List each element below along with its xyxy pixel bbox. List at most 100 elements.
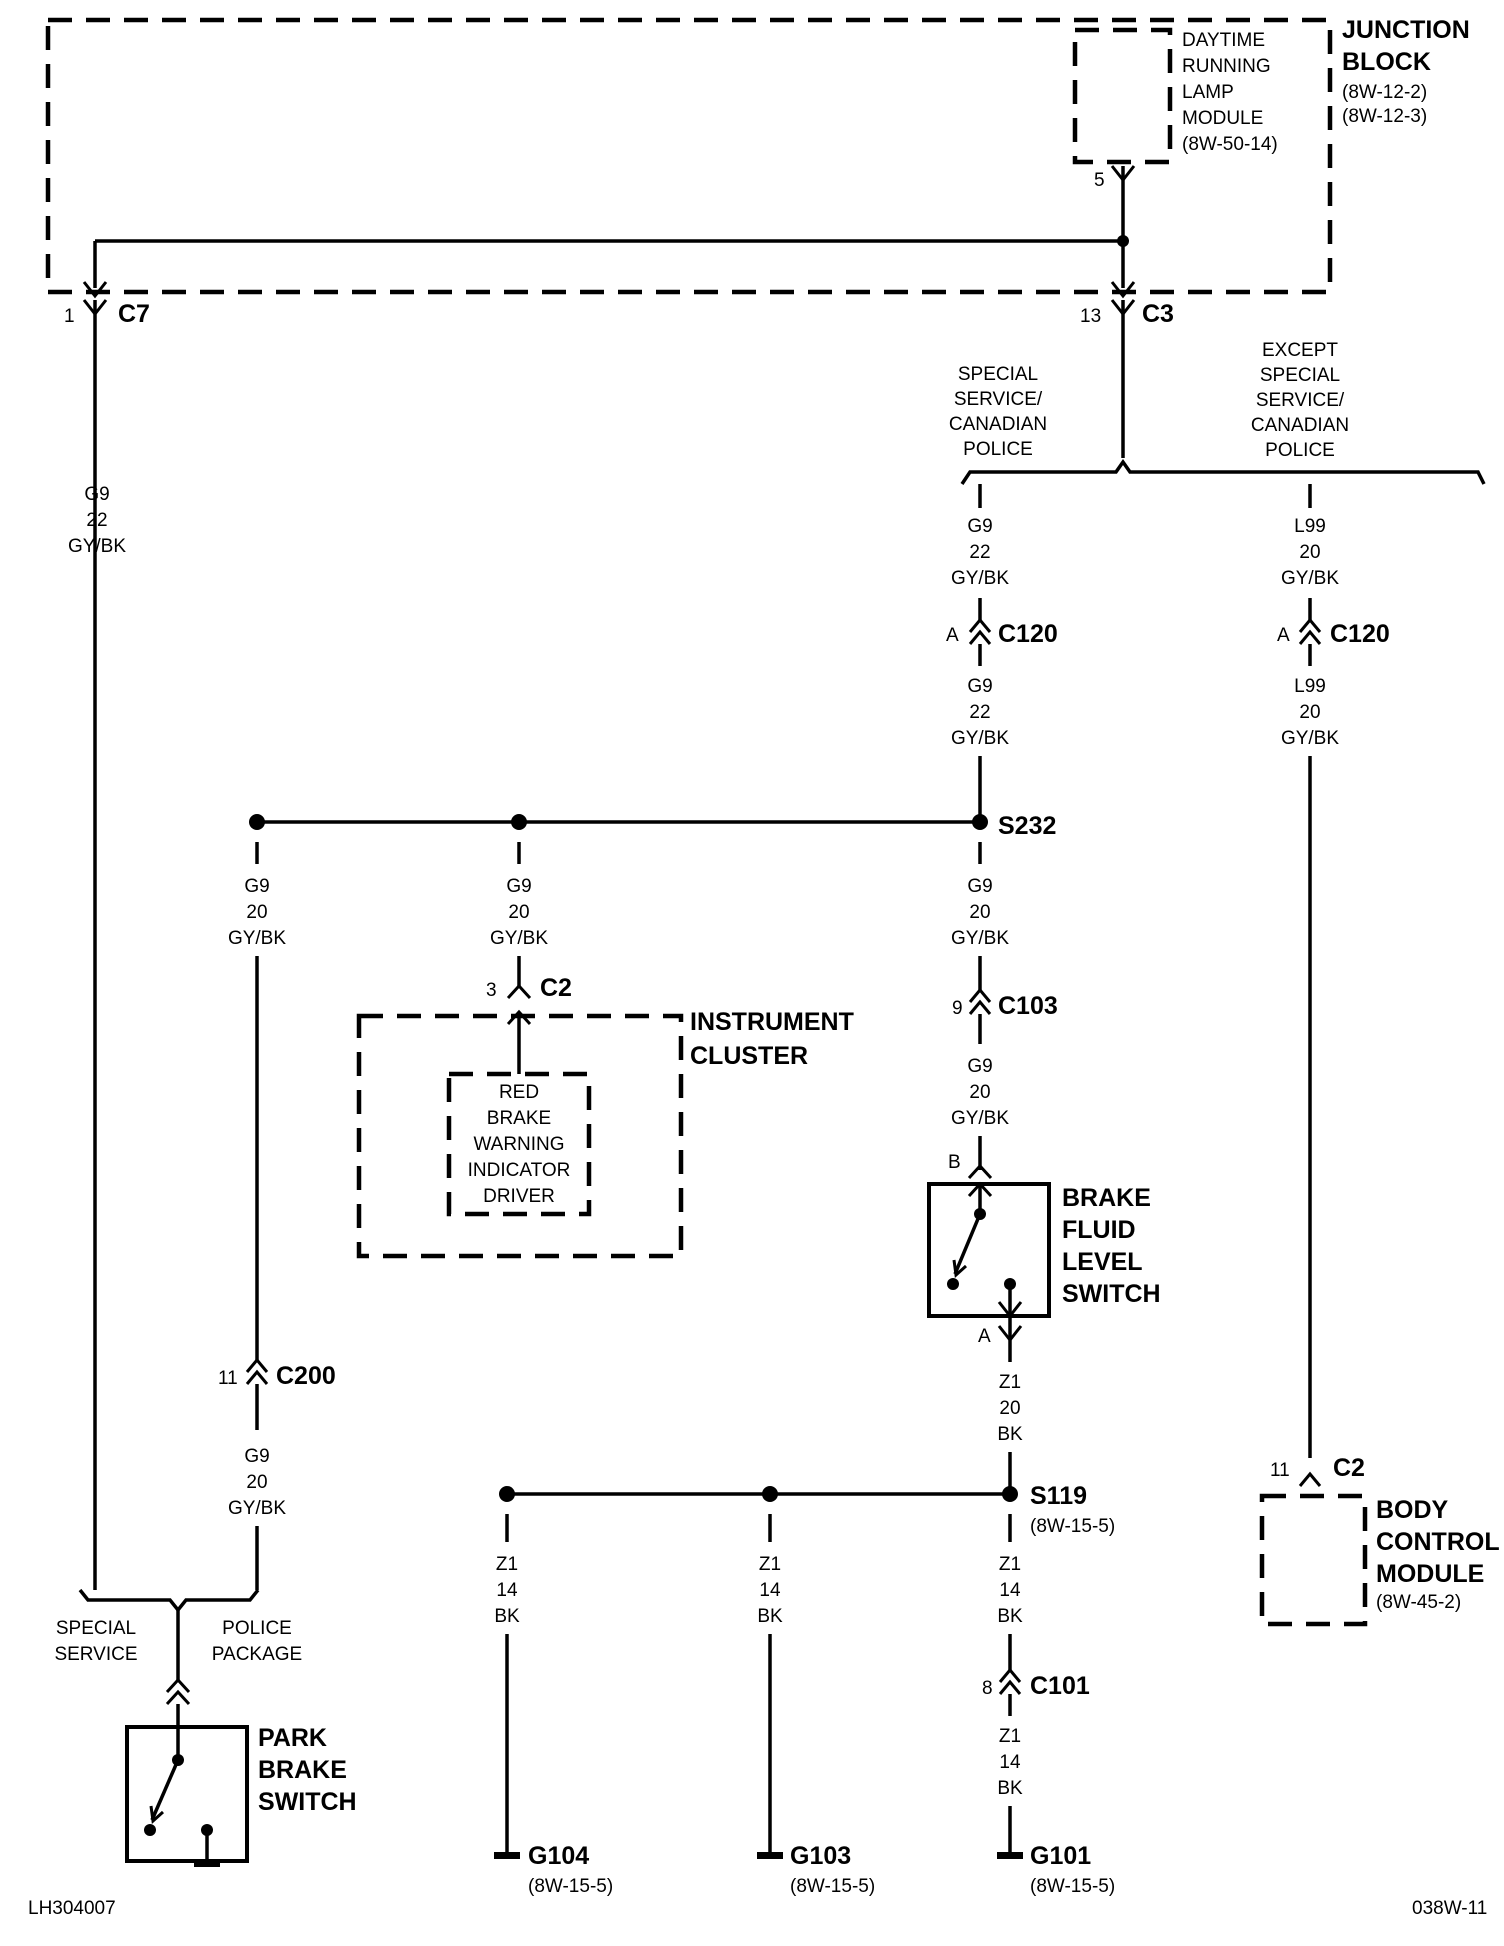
c103-lower-wire-gauge: 20: [969, 1082, 990, 1103]
s119-lower-wire-color: BK: [997, 1606, 1023, 1627]
g103-ref: (8W-15-5): [790, 1876, 875, 1897]
g101-ground-icon: [997, 1852, 1023, 1859]
branch-special-service-1: SPECIAL: [56, 1618, 136, 1639]
branch-except-special-service-4: CANADIAN: [1251, 415, 1349, 436]
footer-right-code: 038W-11: [1412, 1898, 1487, 1919]
g101-ref: (8W-15-5): [1030, 1876, 1115, 1897]
c3-connector-icon: [1110, 281, 1136, 299]
bcm-ref: (8W-45-2): [1376, 1592, 1461, 1613]
g103-wire-color: BK: [757, 1606, 783, 1627]
s232-label: S232: [998, 812, 1056, 840]
park-brake-title-2: BRAKE: [258, 1756, 347, 1784]
l99-upper-wire-gauge: 20: [1299, 542, 1320, 563]
c3-upper-wire-code: G9: [967, 516, 992, 537]
junction-block-ref-2: (8W-12-3): [1342, 106, 1427, 127]
c101-lower-wire-color: BK: [997, 1778, 1023, 1799]
g103-wire-gauge: 14: [759, 1580, 781, 1601]
bcm-c2-pin: 11: [1270, 1460, 1290, 1481]
c3-lower-wire-gauge: 22: [969, 702, 990, 723]
l99-upper-wire-color: GY/BK: [1281, 568, 1339, 589]
g103-wire-code: Z1: [759, 1554, 781, 1575]
drl-module-ref: (8W-50-14): [1182, 134, 1278, 155]
bfls-title-2: FLUID: [1062, 1216, 1136, 1244]
junction-block-title-2: BLOCK: [1342, 48, 1431, 76]
branch-except-special-service-5: POLICE: [1265, 440, 1335, 461]
c3-lower-wire-color: GY/BK: [951, 728, 1009, 749]
brake-warning-driver-outline: [446, 1071, 592, 1217]
c103-lower-wire-code: G9: [967, 1056, 992, 1077]
bcm-c2-connector-icon: [1298, 1471, 1322, 1487]
bcm-c2-label: C2: [1333, 1454, 1365, 1482]
c3-upper-wire-gauge: 22: [969, 542, 990, 563]
c103-pin: 9: [952, 998, 963, 1019]
bfls-top-connector-icon: [967, 1163, 993, 1180]
junction-splice-dot: [1117, 235, 1129, 247]
driver-line-2: BRAKE: [487, 1108, 551, 1129]
s119-dot-left: [499, 1486, 515, 1502]
cluster-c2-pin: 3: [486, 980, 497, 1001]
c200-lower-wire-code: G9: [244, 1446, 269, 1467]
c120-left-pin: A: [946, 625, 959, 646]
branch-special-service-2: SERVICE: [54, 1644, 137, 1665]
branch-special-service-canadian-police-2: SERVICE/: [954, 389, 1043, 410]
splice-left-wire-code: G9: [244, 876, 269, 897]
c101-label: C101: [1030, 1672, 1090, 1700]
park-brake-title-3: SWITCH: [258, 1788, 357, 1816]
l99-upper-wire-code: L99: [1294, 516, 1326, 537]
g104-ground-icon: [494, 1852, 520, 1859]
c103-connector-icon: [968, 987, 992, 1015]
c103-lower-wire-color: GY/BK: [951, 1108, 1009, 1129]
park-brake-branch-bracket: [78, 1588, 260, 1613]
splice-right-wire-gauge: 20: [969, 902, 990, 923]
branch-police-package-1: POLICE: [222, 1618, 292, 1639]
park-brake-switch-outline: [125, 1725, 249, 1863]
bcm-title-1: BODY: [1376, 1496, 1449, 1524]
park-brake-title-1: PARK: [258, 1724, 327, 1752]
branch-except-special-service-1: EXCEPT: [1262, 340, 1338, 361]
c200-lower-wire-gauge: 20: [246, 1472, 267, 1493]
branch-except-special-service-2: SPECIAL: [1260, 365, 1340, 386]
g103-name: G103: [790, 1842, 851, 1870]
c7-pin: 1: [64, 306, 75, 327]
cluster-c2-connector-icon: [506, 983, 532, 1000]
g104-ref: (8W-15-5): [528, 1876, 613, 1897]
c200-lower-wire-color: GY/BK: [228, 1498, 286, 1519]
c101-lower-wire-code: Z1: [999, 1726, 1021, 1747]
driver-line-4: INDICATOR: [468, 1160, 571, 1181]
driver-line-5: DRIVER: [483, 1186, 555, 1207]
c101-lower-wire-gauge: 14: [999, 1752, 1021, 1773]
g103-ground-icon: [757, 1852, 783, 1859]
splice-left-wire-gauge: 20: [246, 902, 267, 923]
left-main-wire-code: G9: [84, 484, 109, 505]
g104-wire-color: BK: [494, 1606, 520, 1627]
c3-branch-bracket: [960, 458, 1486, 485]
park-brake-connector-icon: [165, 1677, 191, 1706]
park-brake-switch-blade: [150, 1759, 180, 1821]
bcm-outline: [1259, 1493, 1368, 1627]
c3-label: C3: [1142, 300, 1174, 328]
junction-block-ref-1: (8W-12-2): [1342, 82, 1427, 103]
branch-police-package-2: PACKAGE: [212, 1644, 302, 1665]
splice-right-wire-code: G9: [967, 876, 992, 897]
branch-except-special-service-3: SERVICE/: [1256, 390, 1345, 411]
park-brake-switch-contact-left: [144, 1824, 156, 1836]
driver-line-3: WARNING: [473, 1134, 564, 1155]
junction-block-outline: [45, 17, 1333, 295]
left-main-wire-color: GY/BK: [68, 536, 126, 557]
bfls-title-4: SWITCH: [1062, 1280, 1161, 1308]
l99-lower-wire-code: L99: [1294, 676, 1326, 697]
c120-left-connector-icon: [968, 617, 992, 645]
s119-label: S119: [1030, 1482, 1087, 1510]
bfls-title-3: LEVEL: [1062, 1248, 1143, 1276]
splice-dot-mid: [511, 814, 527, 830]
splice-mid-wire-color: GY/BK: [490, 928, 548, 949]
drl-module-pin: 5: [1094, 170, 1105, 191]
drl-module-line2: RUNNING: [1182, 56, 1271, 77]
g104-wire-code: Z1: [496, 1554, 518, 1575]
c200-label: C200: [276, 1362, 336, 1390]
z1-20-wire-color: BK: [997, 1424, 1023, 1445]
l99-lower-wire-color: GY/BK: [1281, 728, 1339, 749]
instrument-cluster-title-1: INSTRUMENT: [690, 1008, 854, 1036]
s119-ref: (8W-15-5): [1030, 1516, 1115, 1537]
bfls-contact-left: [947, 1278, 959, 1290]
